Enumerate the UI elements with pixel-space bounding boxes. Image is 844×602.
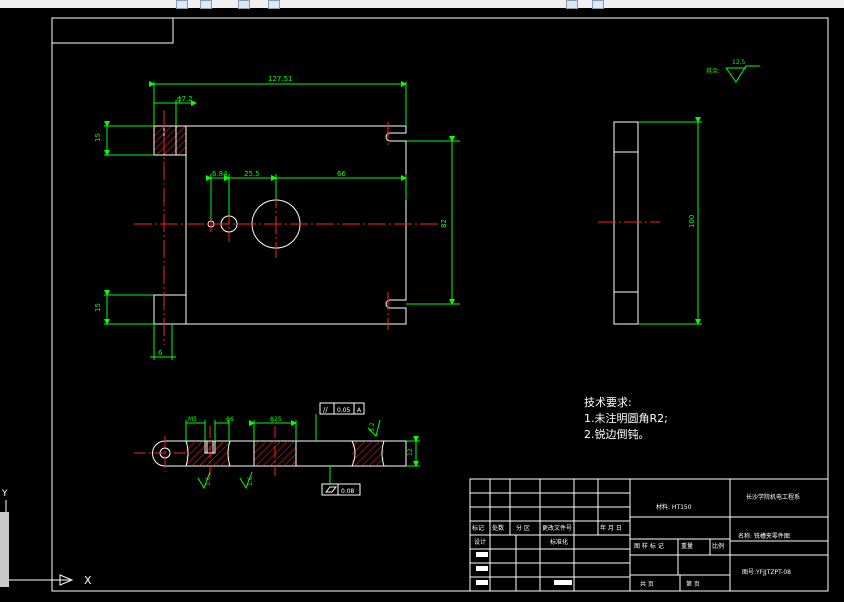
tb-sheet-total: 共 页 bbox=[640, 580, 654, 588]
ucs-y-label: Y bbox=[1, 489, 8, 499]
tb-header-std: 标准化 bbox=[550, 538, 568, 546]
tb-header-docno: 更改文件号 bbox=[542, 524, 572, 532]
drawing-frame bbox=[51, 17, 829, 592]
dim-overall-width: 127.51 bbox=[268, 75, 293, 83]
title-block bbox=[469, 478, 829, 592]
tb-header-scale: 比例 bbox=[712, 542, 724, 550]
dim-small-left: 6.84 bbox=[212, 170, 228, 178]
tb-header-weight: 重量 bbox=[681, 542, 693, 550]
toolbar-button-icon[interactable] bbox=[268, 0, 280, 9]
ucs-icon: X Y bbox=[1, 489, 92, 587]
front-view: 127.51 ϕ7.2 15 15 6 6.84 25.5 66 82 bbox=[94, 75, 460, 360]
toolbar-button-icon[interactable] bbox=[592, 0, 604, 9]
roughness-symbol: 其余: 12.5 bbox=[706, 59, 760, 83]
roughness-label: 其余: bbox=[706, 67, 720, 75]
tb-header-stage: 图 样 标 记 bbox=[634, 542, 664, 550]
tb-header-zone: 分 区 bbox=[516, 524, 530, 532]
dim-section-dia25: ϕ25 bbox=[270, 416, 282, 423]
dim-right-span: 66 bbox=[337, 170, 346, 178]
dim-side-height: 100 bbox=[688, 215, 696, 228]
ucs-x-label: X bbox=[84, 574, 92, 587]
parallelism-frame: // 0.05 A bbox=[319, 402, 365, 415]
dim-left-top: 15 bbox=[94, 133, 102, 142]
title-block-text: 材料: HT150 长沙学院机电工程系 名称: 铣槽夹零件图 图号:YFJJTZ… bbox=[472, 493, 800, 588]
dim-left-bottom: 15 bbox=[94, 303, 102, 312]
dim-hole-dia: ϕ7.2 bbox=[177, 95, 193, 103]
tb-org: 长沙学院机电工程系 bbox=[746, 493, 800, 501]
dim-section-m5: M5 bbox=[188, 416, 197, 423]
dim-mid-span: 25.5 bbox=[244, 170, 260, 178]
tb-name: 名称: 铣槽夹零件图 bbox=[738, 532, 790, 540]
dim-section-thickness: 12 bbox=[407, 448, 414, 456]
tb-drawing-no: 图号:YFJJTZPT-08 bbox=[742, 569, 791, 576]
technical-notes: 技术要求: 1.未注明圆角R2; 2.锐边倒钝。 bbox=[584, 396, 668, 441]
section-roughness-2: 1.6 bbox=[247, 476, 254, 486]
notes-title: 技术要求: bbox=[584, 396, 632, 409]
dim-section-dia6: ϕ6 bbox=[226, 416, 234, 423]
section-view: M5 ϕ6 ϕ25 12 1.6 1.6 3.2 // 0.05 A 0.08 bbox=[134, 402, 420, 496]
tb-material: 材料: HT150 bbox=[656, 503, 692, 511]
parallelism-symbol: // bbox=[323, 406, 328, 414]
notes-line-1: 1.未注明圆角R2; bbox=[584, 411, 668, 425]
tb-header-count: 处数 bbox=[492, 524, 504, 532]
dim-bottom-left: 6 bbox=[158, 349, 163, 357]
roughness-value: 12.5 bbox=[732, 59, 746, 66]
toolbar-button-icon[interactable] bbox=[238, 0, 250, 9]
title-block-fills bbox=[476, 552, 572, 585]
flatness-frame: 0.08 bbox=[321, 483, 361, 496]
parallelism-value: 0.05 bbox=[337, 407, 351, 414]
section-roughness-3: 3.2 bbox=[369, 422, 376, 432]
toolbar-button-icon[interactable] bbox=[566, 0, 578, 9]
tb-header-date: 年 月 日 bbox=[600, 524, 622, 532]
side-panel-handle[interactable] bbox=[0, 512, 9, 587]
tb-sheet-number: 第 页 bbox=[686, 580, 700, 588]
dim-height: 82 bbox=[440, 219, 448, 228]
toolbar-strip bbox=[0, 0, 844, 9]
toolbar-button-icon[interactable] bbox=[200, 0, 212, 9]
section-roughness-1: 1.6 bbox=[205, 476, 212, 486]
notes-line-2: 2.锐边倒钝。 bbox=[584, 427, 650, 441]
parallelism-datum: A bbox=[357, 407, 362, 414]
flatness-value: 0.08 bbox=[341, 488, 355, 495]
tb-header-design: 设计 bbox=[474, 538, 486, 546]
side-view: 100 bbox=[598, 117, 702, 325]
toolbar-button-icon[interactable] bbox=[176, 0, 188, 9]
tb-header-mark: 标记 bbox=[472, 524, 484, 532]
